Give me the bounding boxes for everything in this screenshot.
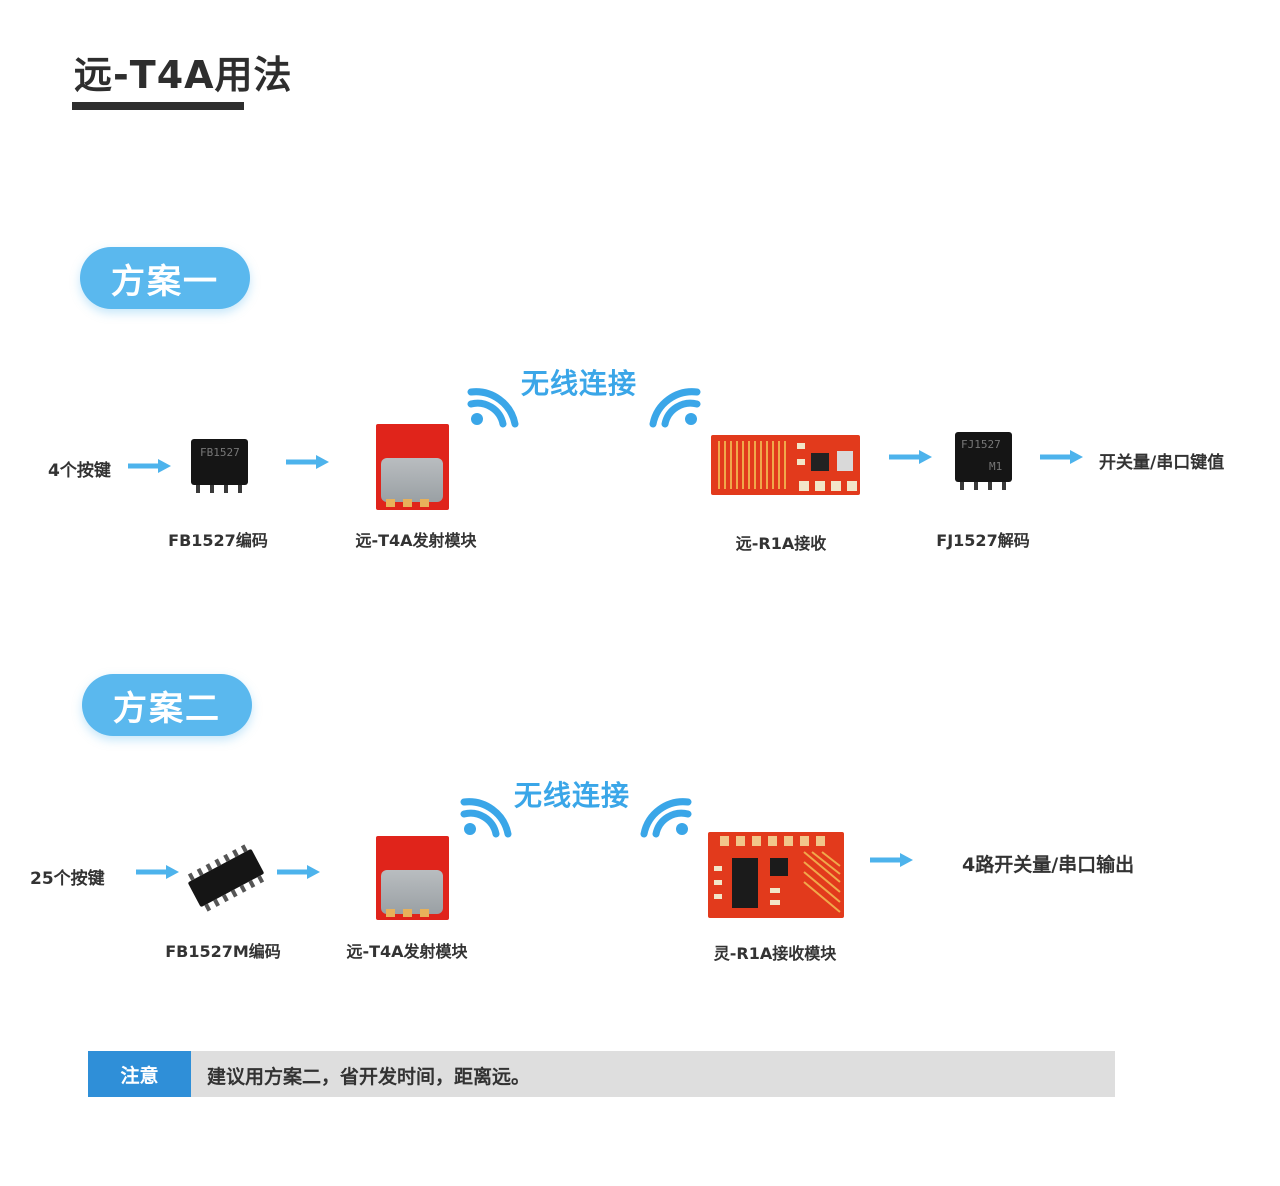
r1a-receiver-board (711, 435, 860, 495)
note-text: 建议用方案二，省开发时间，距离远。 (207, 1066, 531, 1088)
scheme2-input-label: 25个按键 (30, 869, 105, 889)
scheme1-encoder-label: FB1527编码 (168, 531, 268, 550)
fb1527m-chip (187, 844, 265, 912)
scheme2-output-label: 4路开关量/串口输出 (962, 854, 1135, 876)
r1a-receiver-module (708, 832, 844, 918)
scheme2-wireless-label: 无线连接 (514, 779, 631, 812)
arrow-right-icon (277, 865, 320, 879)
chip-marking: M1 (989, 460, 1003, 473)
wifi-signal-icon (640, 798, 692, 838)
note-bar (88, 1051, 1115, 1097)
scheme1-receiver-label: 远-R1A接收 (735, 534, 827, 553)
page-title: 远-T4A用法 (74, 53, 293, 97)
scheme1-output-label: 开关量/串口键值 (1099, 453, 1225, 473)
chip-marking: FJ1527 (961, 438, 1001, 451)
scheme2-encoder-label: FB1527M编码 (165, 942, 281, 961)
scheme2-badge: 方案二 (82, 674, 252, 736)
scheme1-decoder-label: FJ1527解码 (936, 531, 1030, 550)
t4a-transmitter-module (376, 424, 449, 510)
wifi-signal-icon (460, 798, 512, 838)
scheme1-transmitter-label: 远-T4A发射模块 (355, 531, 477, 550)
arrow-right-icon (128, 459, 171, 473)
scheme2-receiver-label: 灵-R1A接收模块 (713, 944, 837, 963)
fj1527-chip: FJ1527 M1 (955, 432, 1012, 490)
fb1527-chip: FB1527 (191, 439, 248, 493)
wifi-signal-icon (649, 388, 701, 428)
title-underline (72, 102, 244, 110)
arrow-right-icon (286, 455, 329, 469)
arrow-right-icon (136, 865, 179, 879)
note-label: 注意 (88, 1051, 191, 1097)
arrow-right-icon (1040, 450, 1083, 464)
scheme1-wireless-label: 无线连接 (521, 367, 638, 400)
arrow-right-icon (889, 450, 932, 464)
scheme1-input-label: 4个按键 (48, 461, 111, 481)
scheme1-badge: 方案一 (80, 247, 250, 309)
scheme2-transmitter-label: 远-T4A发射模块 (346, 942, 468, 961)
wifi-signal-icon (467, 388, 519, 428)
arrow-right-icon (870, 853, 913, 867)
t4a-transmitter-module (376, 836, 449, 920)
chip-marking: FB1527 (200, 446, 240, 459)
